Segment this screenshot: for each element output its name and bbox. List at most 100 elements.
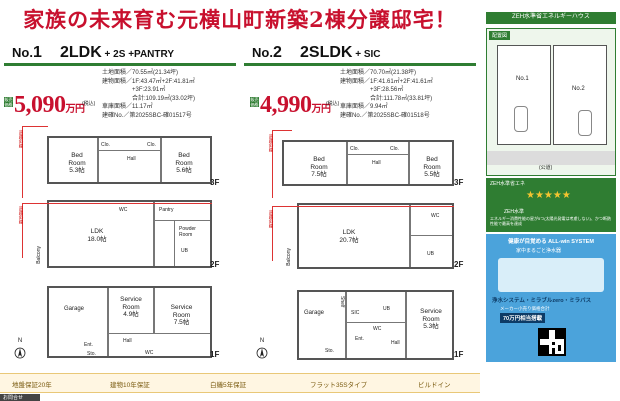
plan-2-slope-line-2f bbox=[272, 206, 273, 261]
plan-2-garage: Garage bbox=[304, 310, 325, 316]
plan-2-3f-wall-c bbox=[348, 154, 408, 155]
plan-2-tax: (税込) bbox=[326, 101, 340, 107]
plan-2-1f-wall-b bbox=[405, 292, 407, 358]
plan-1-ldk: LDK 18.0帖 bbox=[87, 228, 107, 243]
plan-1-bed-room-2: Bed Room 5.6帖 bbox=[175, 152, 193, 174]
plan-2-bed-room-2: Bed Room 5.5帖 bbox=[423, 156, 441, 178]
plan-1-floor-2: LDK 18.0帖 Pantry WC UB Powder Room bbox=[47, 200, 212, 268]
plan-1-service-room-2: Service Room 7.5帖 bbox=[170, 304, 193, 326]
plan-2-floor-2-label: 2F bbox=[454, 260, 464, 269]
feature-ground-warranty: 地盤保証20年 bbox=[12, 382, 52, 389]
plan-2-1f-wall-c bbox=[347, 322, 405, 323]
plan-2-closet-3f-b: Clo. bbox=[390, 146, 399, 152]
zeh-label: ZEH水準 bbox=[504, 209, 525, 215]
plan-1-slope-line-3f-h bbox=[22, 126, 48, 127]
plan-1-1f-wall-c bbox=[109, 333, 210, 334]
features-bar: 地盤保証20年 建物10年保証 白蟻5年保証 フラット35Sタイプ ビルドイン bbox=[0, 373, 480, 393]
plan-2-slope-line-3f-h bbox=[272, 130, 292, 131]
blue-title: 健康が目覚める ALL-win SYSTEM bbox=[508, 239, 594, 245]
plan-1-tax: (税込) bbox=[82, 101, 96, 107]
plan-1-type: 2LDK + 2S +PANTRY bbox=[60, 44, 175, 61]
page-title: 家族の未来育む元横山町新築2棟分譲邸宅！ bbox=[23, 7, 457, 32]
site-plan-label: 配置図 bbox=[489, 31, 511, 40]
plan-1-2f-wall-a bbox=[153, 202, 155, 266]
plan-1-hall-3f: Hall bbox=[127, 156, 136, 162]
plan-2-floor-3: Bed Room 7.5帖 Bed Room 5.5帖 Clo. Clo. Ha… bbox=[282, 140, 454, 186]
plan-2-specs: 土地面積／70.70㎡(21.38坪) 建物面積／1F:41.61㎡+2F:41… bbox=[340, 70, 433, 119]
plan-2-sic: SIC bbox=[351, 310, 360, 316]
plan-2-floor-1: Service Room 5.3帖 SIC Shelf UB WC Ent. S… bbox=[297, 290, 454, 360]
cert-title: ZEH水準省エネ bbox=[490, 181, 526, 187]
plan-2-slope-line-2f-h bbox=[272, 206, 454, 207]
plan-1-3f-wall-a bbox=[97, 138, 99, 182]
plan-2-bed-room-1: Bed Room 7.5帖 bbox=[310, 156, 328, 178]
plan-2-price-badge: 販売価格 bbox=[250, 97, 259, 107]
plan-1-balcony: Balcony bbox=[36, 246, 42, 264]
plan-1-ub-2f: UB bbox=[181, 248, 188, 254]
qr-code-icon[interactable] bbox=[538, 328, 566, 356]
bottom-tag-label: お問合せ bbox=[3, 395, 24, 401]
lot-2: No.2 bbox=[553, 45, 607, 145]
plan-1-wc-2f: WC bbox=[119, 207, 128, 213]
plan-2-entrance: Ent. bbox=[355, 336, 364, 342]
plan-2-type: 2SLDK + SIC bbox=[300, 44, 381, 61]
plan-2-price: 4,990万円 bbox=[260, 92, 331, 118]
plan-1-slope-label-2f: 道路斜線 bbox=[19, 206, 24, 224]
plan-1-bed-room-1: Bed Room 5.3帖 bbox=[68, 152, 86, 174]
plan-2-closet-3f-a: Clo. bbox=[350, 146, 359, 152]
plan-2-section: No.2 2SLDK + SIC 販売価格 4,990万円 (税込) 土地面積／… bbox=[242, 38, 480, 370]
lot-2-car-icon bbox=[578, 110, 592, 136]
plan-1-section: No.1 2LDK + 2S +PANTRY 販売価格 5,090万円 (税込)… bbox=[2, 38, 238, 370]
blue-line-2: メーカー小売り価格合計 bbox=[500, 306, 550, 311]
site-road bbox=[487, 151, 615, 165]
plan-1-price: 5,090万円 bbox=[14, 92, 85, 118]
plan-2-wc-2f: WC bbox=[431, 213, 440, 219]
plan-1-pantry: Pantry bbox=[159, 207, 174, 213]
plan-2-slope-line-3f bbox=[272, 130, 273, 198]
plan-1-floor-3-label: 3F bbox=[210, 178, 220, 187]
north-arrow-icon: N bbox=[14, 338, 26, 359]
plan-1-slope-line-2f-h bbox=[22, 203, 212, 204]
zeh-certificate: ZEH水準省エネ ★★★★★ ZEH水準 エネルギー消費性能の星が5つ(太陽光発… bbox=[486, 178, 616, 232]
plan-2-3f-wall-a bbox=[346, 142, 348, 184]
feature-termite-warranty: 白蟻5年保証 bbox=[210, 382, 247, 389]
plan-1-floor-1: Service Room 4.9帖 Service Room 7.5帖 Hall… bbox=[47, 286, 212, 358]
side-panel: ZEH水準省エネルギーハウス 配置図 No.1 No.2 (公道) ZEH水準省… bbox=[482, 10, 620, 373]
plan-2-2f-wall-a bbox=[409, 205, 411, 267]
plan-2-floor-2: LDK 20.7帖 WC UB bbox=[297, 203, 454, 269]
plan-1-3f-wall-c bbox=[97, 150, 160, 151]
plan-2-underline bbox=[244, 63, 476, 66]
plan-1-hall-1f: Hall bbox=[123, 338, 132, 344]
feature-building-warranty: 建物10年保証 bbox=[110, 382, 150, 389]
plan-2-storage: Sto. bbox=[325, 348, 334, 354]
allwin-system-box: 健康が目覚める ALL-win SYSTEM 家中まるごと浄水器 浄水システム・… bbox=[486, 234, 616, 362]
lot-1-label: No.1 bbox=[516, 76, 529, 82]
plan-2-service-room: Service Room 5.3帖 bbox=[420, 308, 442, 330]
plan-1-price-badge: 販売価格 bbox=[4, 97, 13, 107]
plan-1-service-room-1: Service Room 4.9帖 bbox=[120, 296, 142, 318]
plan-2-floor-1-label: 1F bbox=[454, 350, 464, 359]
plan-1-1f-wall-a bbox=[107, 288, 109, 356]
plan-2-ldk: LDK 20.7帖 bbox=[339, 229, 359, 244]
product-image bbox=[498, 258, 604, 292]
plan-1-closet-3f-b: Clo. bbox=[147, 142, 156, 148]
zeh-header: ZEH水準省エネルギーハウス bbox=[486, 12, 616, 24]
feature-builtin: ビルドイン bbox=[418, 382, 451, 389]
plan-2-wc-1f: WC bbox=[373, 326, 382, 332]
plan-1-slope-line-3f bbox=[22, 126, 23, 198]
plan-1-floor-2-label: 2F bbox=[210, 260, 220, 269]
plan-1-entrance: Ent. bbox=[84, 342, 93, 348]
plan-2-floor-3-label: 3F bbox=[454, 178, 464, 187]
plan-2-1f-wall-a bbox=[345, 292, 347, 358]
plan-2-2f-wall-b bbox=[411, 235, 452, 236]
blue-line-1: 浄水システム・ミラブルzero・ミラバス bbox=[492, 298, 592, 304]
plan-1-wc-1f: WC bbox=[145, 350, 154, 356]
plan-2-hall-1f: Hall bbox=[391, 340, 400, 346]
plan-1-floor-3: Bed Room 5.3帖 Bed Room 5.6帖 Clo. Clo. Ha… bbox=[47, 136, 212, 184]
site-plan: 配置図 No.1 No.2 (公道) bbox=[486, 28, 616, 176]
plan-2-slope-label-3f: 道路斜線 bbox=[269, 134, 274, 152]
plan-1-slope-line-2f bbox=[22, 203, 23, 258]
plan-1-2f-wall-b bbox=[155, 220, 210, 221]
plan-1-number: No.1 bbox=[12, 44, 42, 61]
plan-2-slope-label-2f: 道路斜線 bbox=[269, 210, 274, 228]
